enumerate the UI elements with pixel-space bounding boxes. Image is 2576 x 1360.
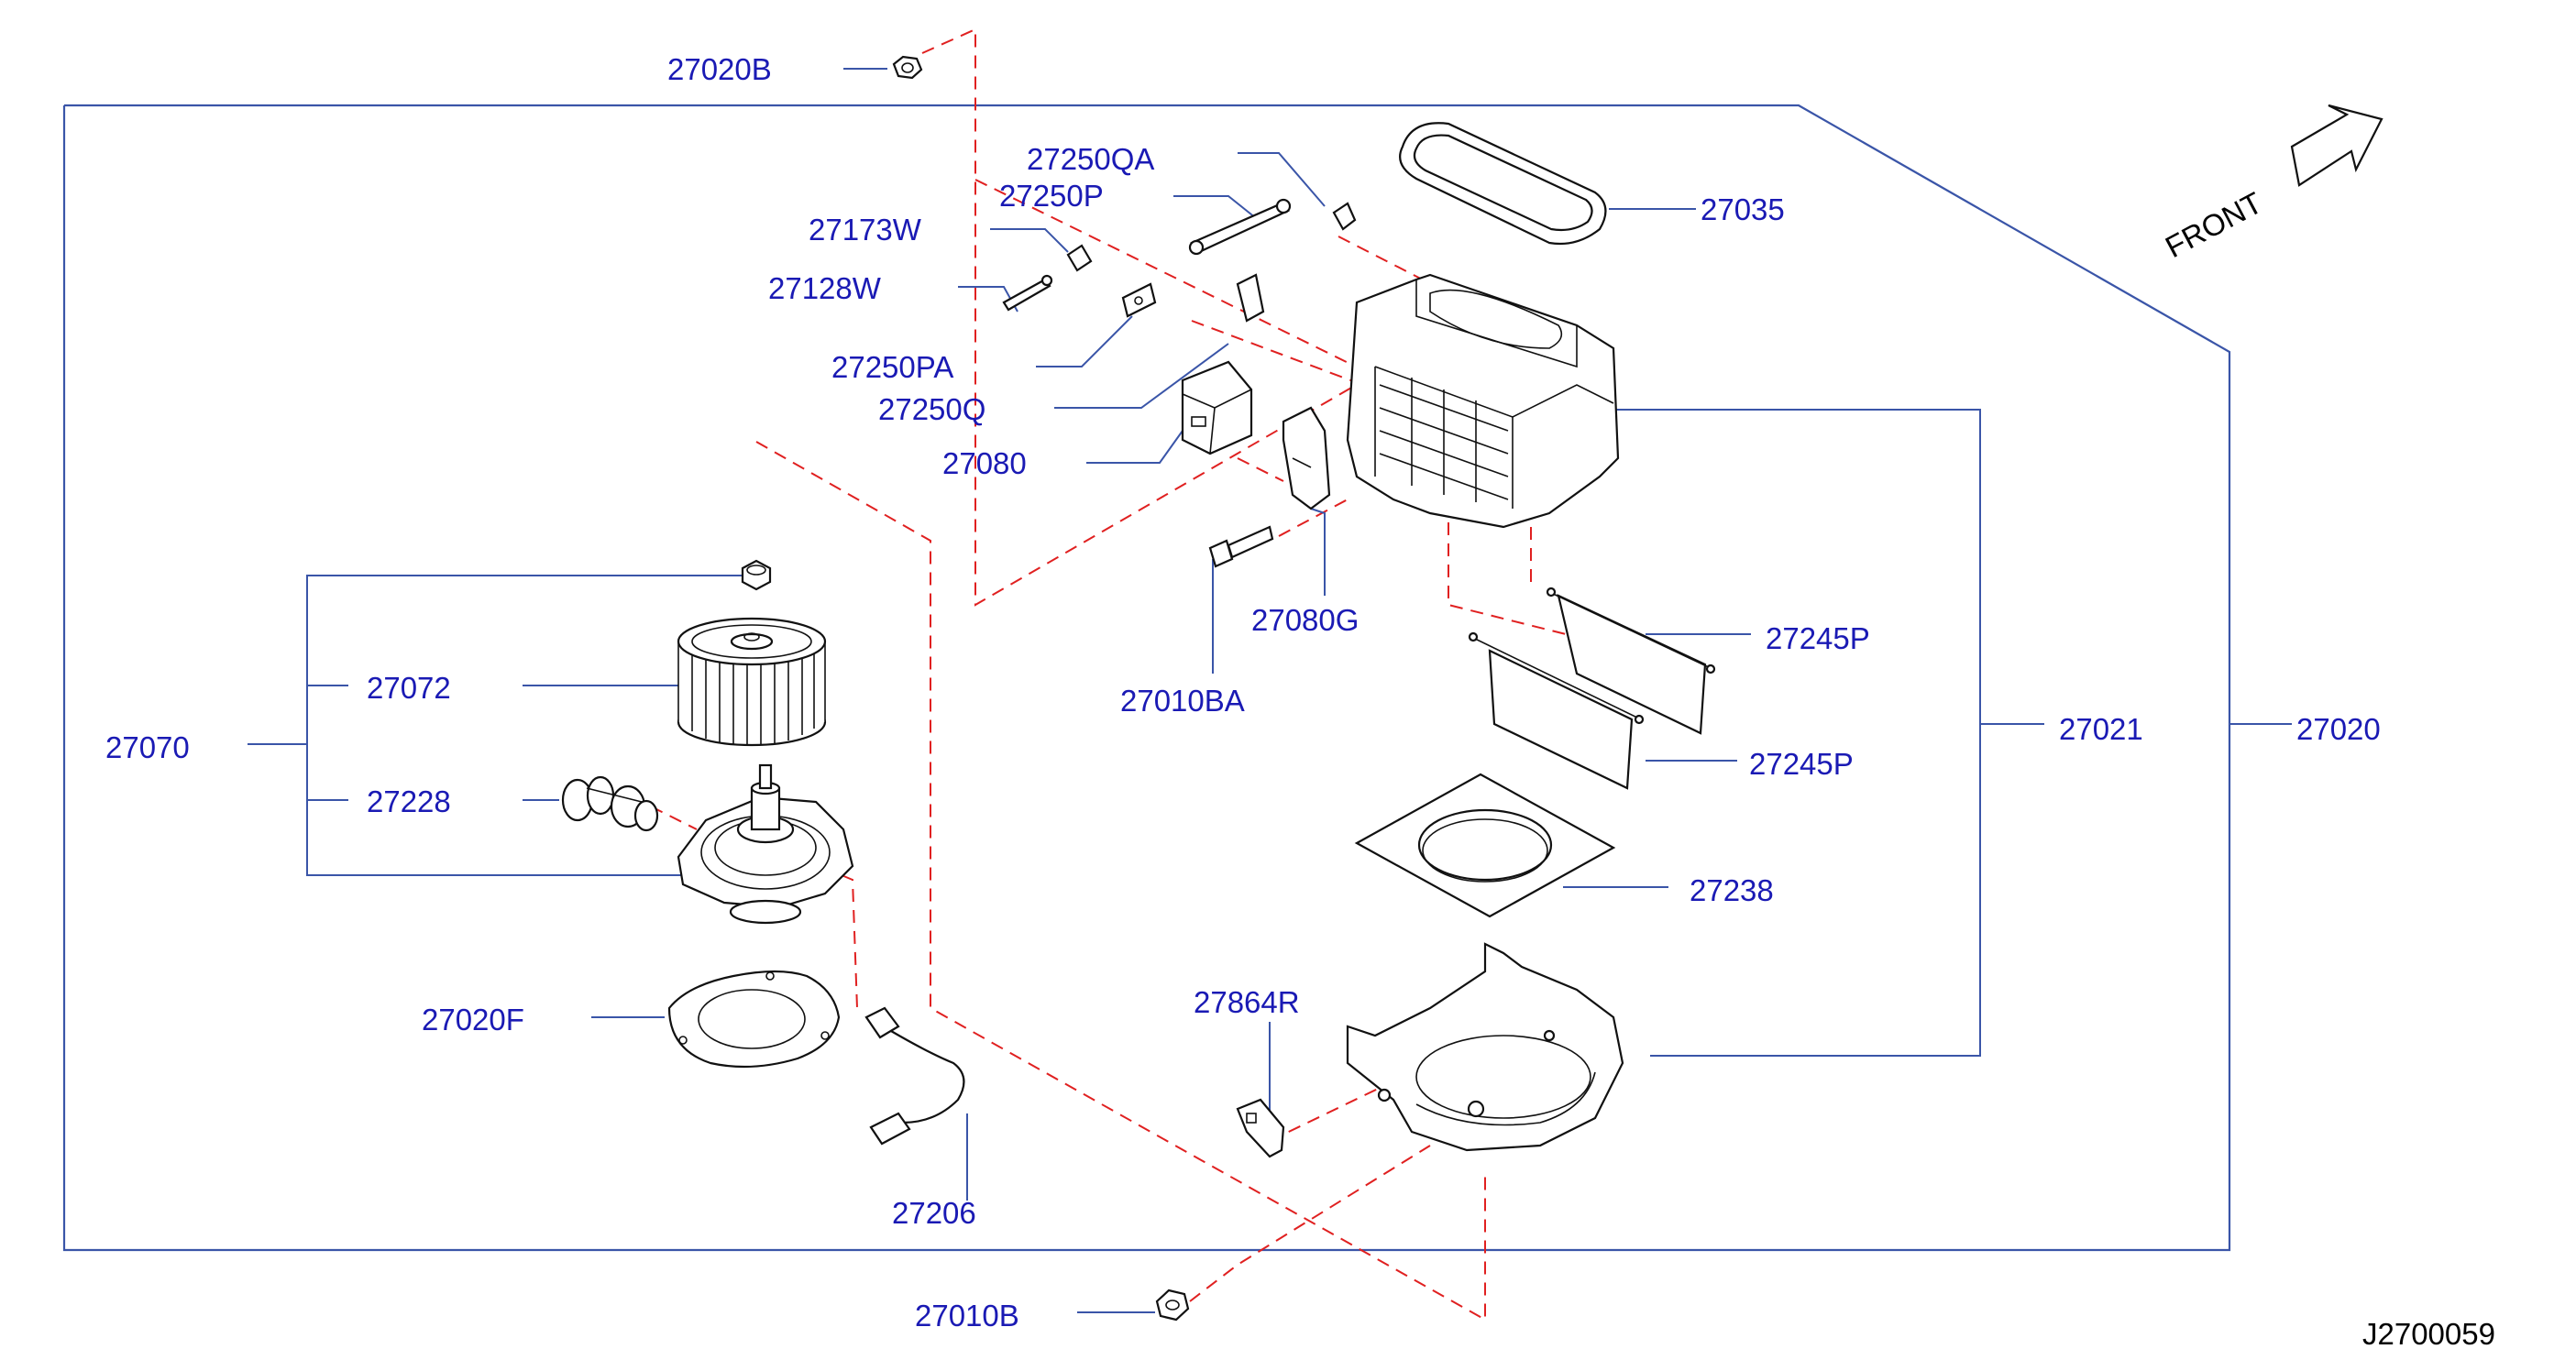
callout-label: 27020F	[422, 1003, 524, 1036]
callout-label: 27206	[892, 1196, 976, 1230]
callout-labels: 27020B 27250QA 27250P 27173W 27128W 2725…	[105, 52, 2495, 1351]
callout-label: 27245P	[1766, 621, 1870, 655]
grommet-part	[561, 775, 659, 832]
blower-fan-part	[677, 617, 827, 747]
front-direction-label: FRONT	[2160, 185, 2268, 264]
nut-icon	[892, 55, 923, 80]
callout-label: 27080G	[1251, 603, 1359, 637]
callout-label: 27128W	[768, 271, 882, 305]
diagram-code: J2700059	[2362, 1317, 2495, 1351]
link-rod-part	[1002, 198, 1292, 312]
filter-seal-part	[1399, 122, 1607, 246]
intake-housing-part	[1346, 273, 1620, 529]
callout-label: 27250P	[999, 179, 1104, 213]
bracket-part	[1236, 1098, 1285, 1158]
callout-label: 27245P	[1749, 747, 1854, 781]
air-filter-part	[1468, 587, 1716, 790]
callout-label: 27010B	[915, 1299, 1019, 1333]
clip-part	[1066, 202, 1357, 323]
bracket-part	[1282, 406, 1331, 510]
callout-label: 27035	[1701, 192, 1785, 226]
callout-label: 27250QA	[1027, 142, 1154, 176]
leader-lines	[248, 68, 2292, 1313]
gasket-part	[667, 970, 841, 1069]
blower-motor-part	[677, 763, 854, 925]
callout-label: 27228	[367, 784, 451, 818]
actuator-part	[1181, 360, 1253, 455]
callout-label: 27010BA	[1120, 684, 1245, 718]
callout-label: 27021	[2059, 712, 2143, 746]
wire-harness-part	[864, 1006, 965, 1146]
callout-label: 27070	[105, 730, 190, 764]
callout-label: 27072	[367, 671, 451, 705]
front-arrow-icon	[2290, 104, 2383, 187]
lower-case-part	[1346, 942, 1624, 1152]
nut-icon	[741, 559, 772, 591]
callout-label: 27238	[1690, 873, 1774, 907]
callout-label: 27020	[2296, 712, 2381, 746]
assembly-frame	[62, 104, 2231, 1252]
callout-label: 27020B	[667, 52, 772, 86]
callout-label: 27250PA	[831, 350, 953, 384]
bolt-icon	[1208, 525, 1274, 568]
callout-label: 27864R	[1194, 985, 1300, 1019]
callout-label: 27080	[942, 446, 1027, 480]
callout-label: 27250Q	[878, 392, 985, 426]
callout-label: 27173W	[809, 213, 922, 247]
screw-icon	[1155, 1289, 1190, 1322]
ring-panel-part	[1354, 773, 1616, 918]
